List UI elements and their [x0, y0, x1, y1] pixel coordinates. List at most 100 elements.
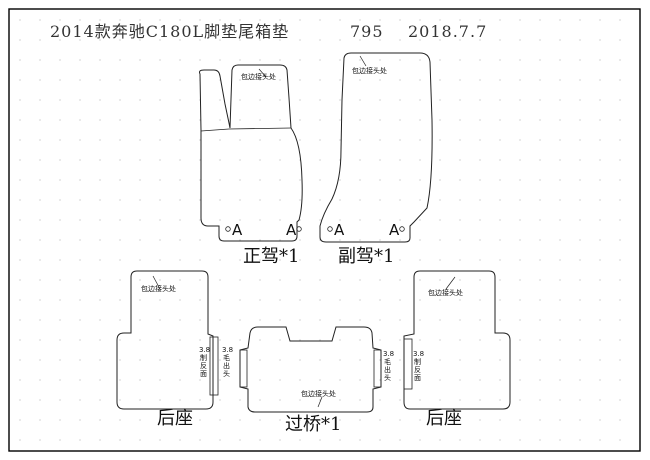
grid-dot — [459, 419, 461, 421]
grid-dot — [119, 399, 121, 401]
grid-dot — [519, 39, 521, 41]
grid-dot — [279, 199, 281, 201]
grid-dot — [39, 159, 41, 161]
grid-dot — [279, 159, 281, 161]
grid-dot — [319, 319, 321, 321]
grid-dot — [319, 139, 321, 141]
grid-dot — [279, 359, 281, 361]
grid-dot — [259, 159, 261, 161]
grid-dot — [559, 99, 561, 101]
grid-dot — [19, 19, 21, 21]
grid-dot — [419, 379, 421, 381]
grid-dot — [299, 239, 301, 241]
grid-dot — [219, 299, 221, 301]
grid-dot — [599, 379, 601, 381]
grid-dot — [439, 299, 441, 301]
grid-dot — [339, 359, 341, 361]
grid-dot — [599, 159, 601, 161]
grid-dot — [79, 439, 81, 441]
grid-dot — [359, 439, 361, 441]
bridge-edge-note: 包边接头处 — [301, 389, 336, 398]
grid-dot — [379, 299, 381, 301]
grid-dot — [539, 39, 541, 41]
grid-dot — [99, 79, 101, 81]
grid-dot — [379, 339, 381, 341]
grid-dot — [79, 139, 81, 141]
rear-right-flap — [403, 338, 413, 390]
grid-dot — [619, 279, 621, 281]
grid-dot — [179, 319, 181, 321]
grid-dot — [39, 99, 41, 101]
grid-dot — [479, 179, 481, 181]
grid-dot — [19, 219, 21, 221]
grid-dot — [519, 279, 521, 281]
grid-dot — [19, 79, 21, 81]
grid-dot — [619, 179, 621, 181]
grid-dot — [459, 339, 461, 341]
grid-dot — [399, 299, 401, 301]
grid-dot — [119, 119, 121, 121]
grid-dot — [419, 339, 421, 341]
rear-left-side-label-1: 3.8 — [199, 346, 210, 354]
grid-dot — [119, 139, 121, 141]
grid-dot — [459, 379, 461, 381]
grid-dot — [439, 339, 441, 341]
grid-dot — [359, 339, 361, 341]
grid-dot — [119, 339, 121, 341]
grid-dot — [539, 439, 541, 441]
grid-dot — [519, 439, 521, 441]
pattern-code: 795 — [350, 22, 384, 41]
grid-dot — [19, 439, 21, 441]
grid-dot — [259, 19, 261, 21]
grid-dot — [479, 339, 481, 341]
grid-dot — [599, 199, 601, 201]
grid-dot — [459, 179, 461, 181]
grid-dot — [79, 39, 81, 41]
driver-edge-note: 包边接头处 — [241, 72, 276, 81]
passenger-hole-right — [399, 226, 405, 232]
grid-dot — [59, 379, 61, 381]
grid-dot — [179, 99, 181, 101]
grid-dot — [619, 219, 621, 221]
grid-dot — [79, 179, 81, 181]
grid-dot — [79, 239, 81, 241]
grid-dot — [199, 419, 201, 421]
grid-dot — [599, 279, 601, 281]
grid-dot — [319, 159, 321, 161]
grid-dot — [119, 79, 121, 81]
grid-dot — [259, 199, 261, 201]
grid-dot — [139, 399, 141, 401]
grid-dot — [119, 199, 121, 201]
grid-dot — [459, 439, 461, 441]
grid-dot — [99, 179, 101, 181]
grid-dot — [539, 99, 541, 101]
grid-dot — [259, 319, 261, 321]
grid-dot — [239, 199, 241, 201]
grid-dot — [139, 159, 141, 161]
grid-dot — [159, 339, 161, 341]
grid-dot — [619, 259, 621, 261]
grid-dot — [299, 19, 301, 21]
rear-left-caption: 后座 — [157, 408, 193, 429]
grid-dot — [19, 259, 21, 261]
grid-dot — [579, 419, 581, 421]
grid-dot — [219, 419, 221, 421]
grid-dot — [339, 199, 341, 201]
grid-dot — [299, 99, 301, 101]
grid-dot — [79, 259, 81, 261]
grid-dot — [59, 419, 61, 421]
grid-dot — [379, 259, 381, 261]
grid-dot — [539, 19, 541, 21]
grid-dot — [419, 119, 421, 121]
grid-dot — [39, 359, 41, 361]
grid-dot — [379, 319, 381, 321]
grid-dot — [139, 39, 141, 41]
grid-dot — [179, 199, 181, 201]
grid-dot — [479, 359, 481, 361]
grid-dot — [59, 119, 61, 121]
grid-dot — [559, 39, 561, 41]
grid-dot — [299, 219, 301, 221]
grid-dot — [579, 159, 581, 161]
bridge-right-label-2: 毛 — [384, 357, 391, 366]
grid-dot — [379, 139, 381, 141]
